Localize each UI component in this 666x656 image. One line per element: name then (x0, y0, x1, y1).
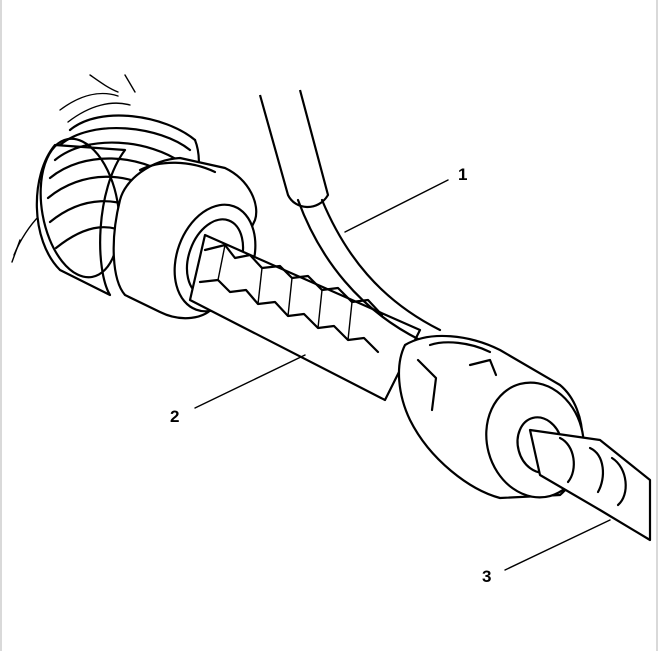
leader-lines (194, 179, 611, 571)
leader-line-3 (504, 519, 611, 571)
callout-2-label: 2 (170, 407, 180, 426)
splined-shaft (188, 233, 422, 402)
left-frame-border (0, 0, 2, 651)
right-frame-border (656, 0, 658, 651)
output-cable (528, 428, 652, 542)
callout-3-label: 3 (482, 567, 492, 586)
leader-line-2 (194, 354, 306, 409)
leader-line-1 (344, 179, 449, 233)
flex-hose (258, 89, 442, 342)
callout-1-label: 1 (458, 165, 468, 184)
